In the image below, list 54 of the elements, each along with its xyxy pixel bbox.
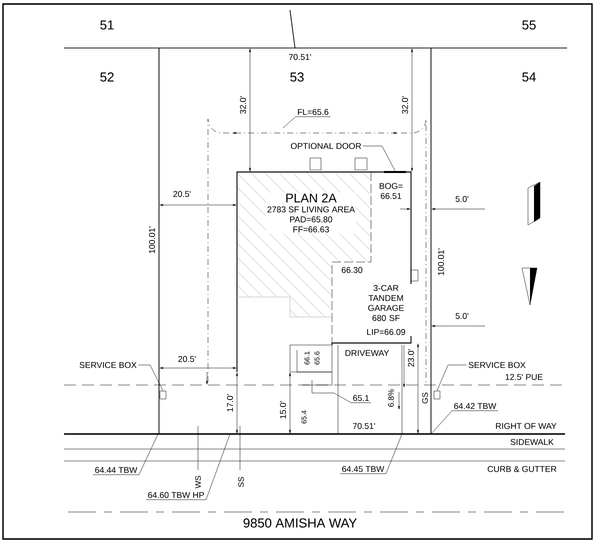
dimension-label: 32.0' [402,96,408,114]
elevation-label: 66.30 [342,267,362,273]
node-label: PAD=65.80 [290,216,332,222]
dimension-label: 100.01' [438,248,444,276]
leader-line [312,380,372,403]
lot-number: 51 [100,20,114,30]
lot-number: 55 [522,20,536,30]
dimension-label: 17.0' [227,394,233,412]
street-label: SIDEWALK [510,439,554,445]
lot-number: 54 [522,72,536,82]
node-label: 2783 SF LIVING AREA [267,206,355,212]
note-text: 65.1 [353,395,369,401]
lot-number: 53 [290,72,304,82]
leader-line [436,364,467,391]
utility-label: SS [238,477,244,487]
note-text: 64.45 TBW [342,466,384,472]
dimension-label: 20.5' [173,191,191,197]
utility-label: WS [195,476,201,488]
node-label: PLAN 2A [286,194,337,202]
leader-line [146,434,230,500]
leader-line [92,434,158,475]
street-label: CURB & GUTTER [488,466,556,472]
leader-line [430,410,498,434]
easement-label: 12.5' PUE [506,374,543,380]
street-label: RIGHT OF WAY [496,423,557,429]
note-text: SERVICE BOX [80,362,137,368]
dimension-label: 70.51' [353,423,376,429]
dimension-label: 15.0' [280,401,286,418]
leader-line [340,434,402,474]
note-text: FL=65.6 [298,109,328,115]
note-text: SERVICE BOX [468,362,526,368]
dimension-label: 23.0' [408,349,414,367]
lot-number: 52 [100,72,114,82]
leader-line [282,116,331,128]
dimension-label: 70.51' [289,54,312,60]
service-box [160,390,166,400]
note-text: 64.42 TBW [454,403,496,409]
node-label: FF=66.63 [293,226,329,232]
dimension-label: 5.0' [456,313,468,319]
note-text: 64.60 TBW HP [148,492,204,498]
dimension-label: 32.0' [240,96,246,114]
door-mark [384,171,406,173]
note-text: 64.44 TBW [95,467,138,473]
elevation-label: BOG= 66.51 [375,182,407,200]
leader-line [138,364,164,391]
garage-label: 3-CAR TANDEM GARAGE 680 SF LIP=66.09 [359,284,413,336]
street-name: 9850 AMISHA WAY [244,518,357,528]
leader-line [362,146,396,171]
service-box [434,390,440,400]
dimension-label: 20.5' [178,356,196,362]
note-text: OPTIONAL DOOR [291,143,362,149]
dimension-label: 5.0' [456,196,468,202]
dimension-label: 100.01' [149,226,155,254]
slope-label: 6.8% [388,389,394,407]
